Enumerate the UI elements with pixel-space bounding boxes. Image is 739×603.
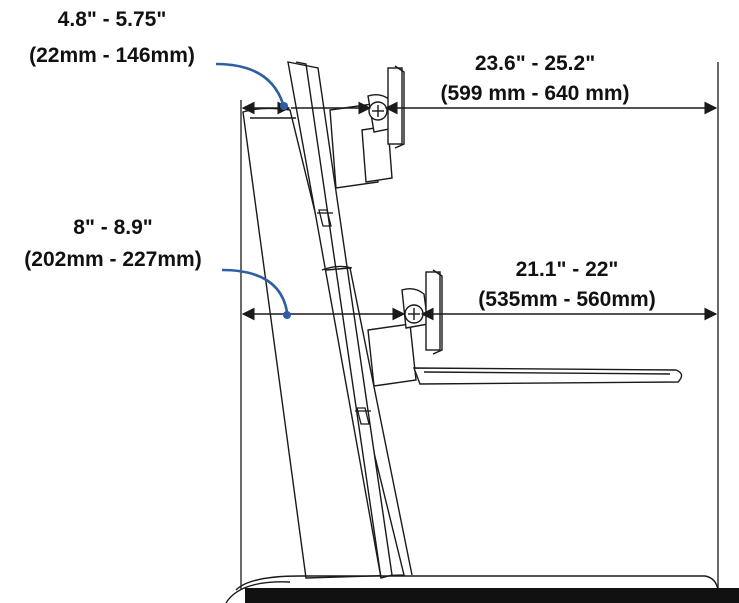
top-left-inches: 4.8" - 5.75" — [57, 8, 167, 31]
stand-base — [225, 575, 739, 603]
top-left-dimension-label: 4.8" - 5.75" (22mm - 146mm) — [29, 8, 195, 68]
mid-left-mm: (202mm - 227mm) — [24, 248, 202, 271]
mid-leader-dot — [283, 311, 291, 319]
top-right-mm: (599 mm - 640 mm) — [440, 82, 630, 105]
mid-right-inches: 21.1" - 22" — [515, 258, 619, 281]
mid-right-dimension-label: 21.1" - 22" (535mm - 560mm) — [478, 258, 655, 312]
top-leader-dot — [280, 102, 288, 110]
mid-left-inches: 8" - 8.9" — [73, 216, 153, 239]
top-left-mm: (22mm - 146mm) — [29, 44, 195, 67]
mid-left-dimension-label: 8" - 8.9" (202mm - 227mm) — [24, 216, 201, 272]
mid-right-mm: (535mm - 560mm) — [478, 288, 656, 311]
column-clips — [317, 209, 371, 425]
lower-mount — [367, 269, 683, 387]
top-right-dimension-label: 23.6" - 25.2" (599 mm - 640 mm) — [440, 52, 629, 106]
top-leader-line — [215, 62, 285, 105]
top-right-inches: 23.6" - 25.2" — [474, 52, 596, 75]
mid-leader-line — [221, 268, 289, 313]
upper-mount — [329, 65, 405, 189]
